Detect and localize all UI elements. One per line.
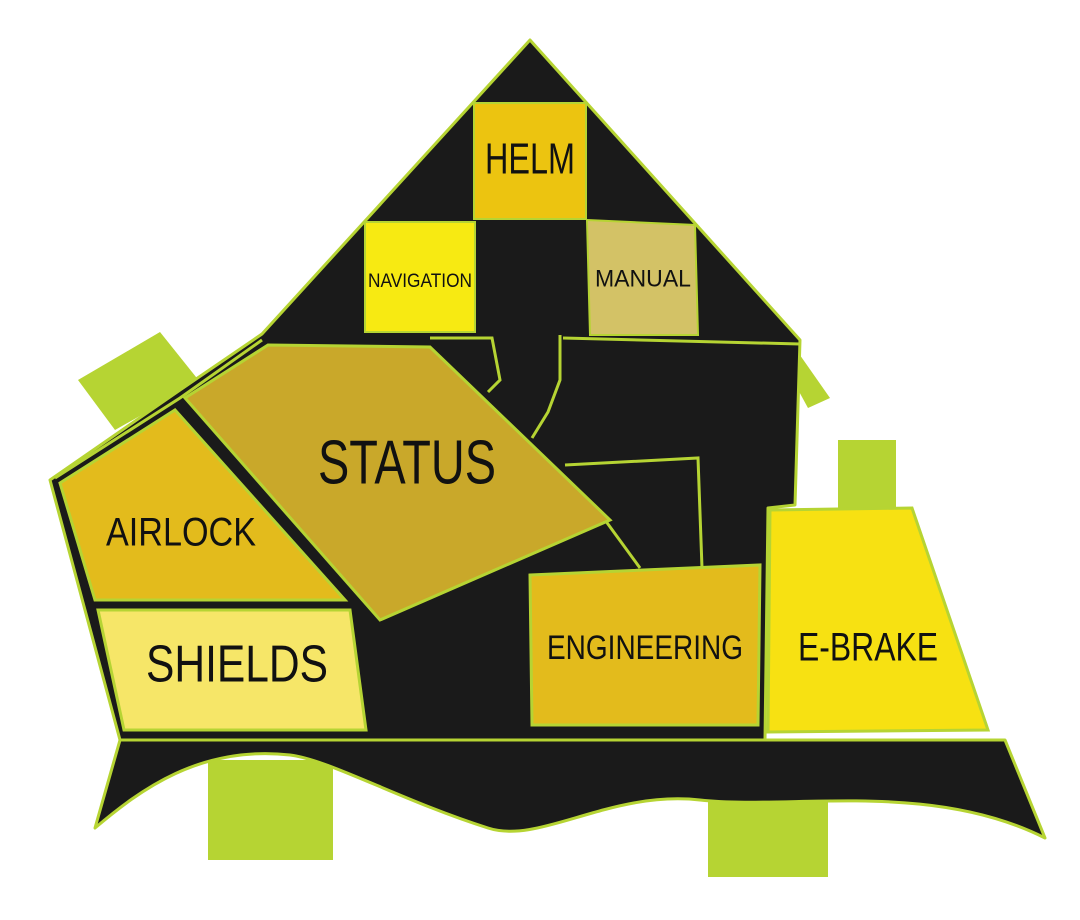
trace-status-engine	[603, 519, 642, 569]
navigation-label: NAVIGATION	[368, 271, 472, 292]
shields-button[interactable]: SHIELDS	[96, 608, 368, 732]
manual-label: MANUAL	[595, 265, 691, 292]
manual-panel	[585, 218, 700, 336]
trace-right-top	[562, 336, 801, 346]
trace-center-left	[430, 336, 502, 394]
trace-right-mid	[564, 456, 704, 569]
ebrake-panel	[766, 506, 991, 734]
status-panel	[182, 343, 613, 622]
navigation-panel	[364, 221, 476, 333]
airlock-label: AIRLOCK	[106, 511, 256, 555]
engineering-panel	[528, 563, 762, 727]
manual-button[interactable]: MANUAL	[585, 218, 700, 336]
circuit-traces	[54, 335, 801, 569]
trace-center-right	[530, 335, 562, 439]
bottom-left-leg	[208, 760, 333, 860]
engineering-button[interactable]: ENGINEERING	[528, 563, 762, 727]
left-thruster	[78, 332, 200, 430]
ebrake-label: E-BRAKE	[798, 626, 938, 670]
status-button[interactable]: STATUS	[182, 343, 613, 622]
shields-panel	[96, 608, 368, 732]
airlock-panel	[58, 408, 349, 602]
helm-panel	[473, 102, 587, 220]
status-label: STATUS	[318, 428, 496, 497]
hull-bottom-band	[93, 738, 1047, 840]
engineering-label: ENGINEERING	[547, 629, 743, 667]
airlock-button[interactable]: AIRLOCK	[58, 408, 349, 602]
navigation-button[interactable]: NAVIGATION	[364, 221, 476, 333]
shields-label: SHIELDS	[146, 636, 328, 694]
ebrake-button[interactable]: E-BRAKE	[766, 506, 991, 734]
trace-inner-left	[54, 338, 263, 480]
right-mid-thruster	[838, 440, 896, 515]
helm-label: HELM	[485, 135, 575, 184]
helm-button[interactable]: HELM	[473, 102, 587, 220]
